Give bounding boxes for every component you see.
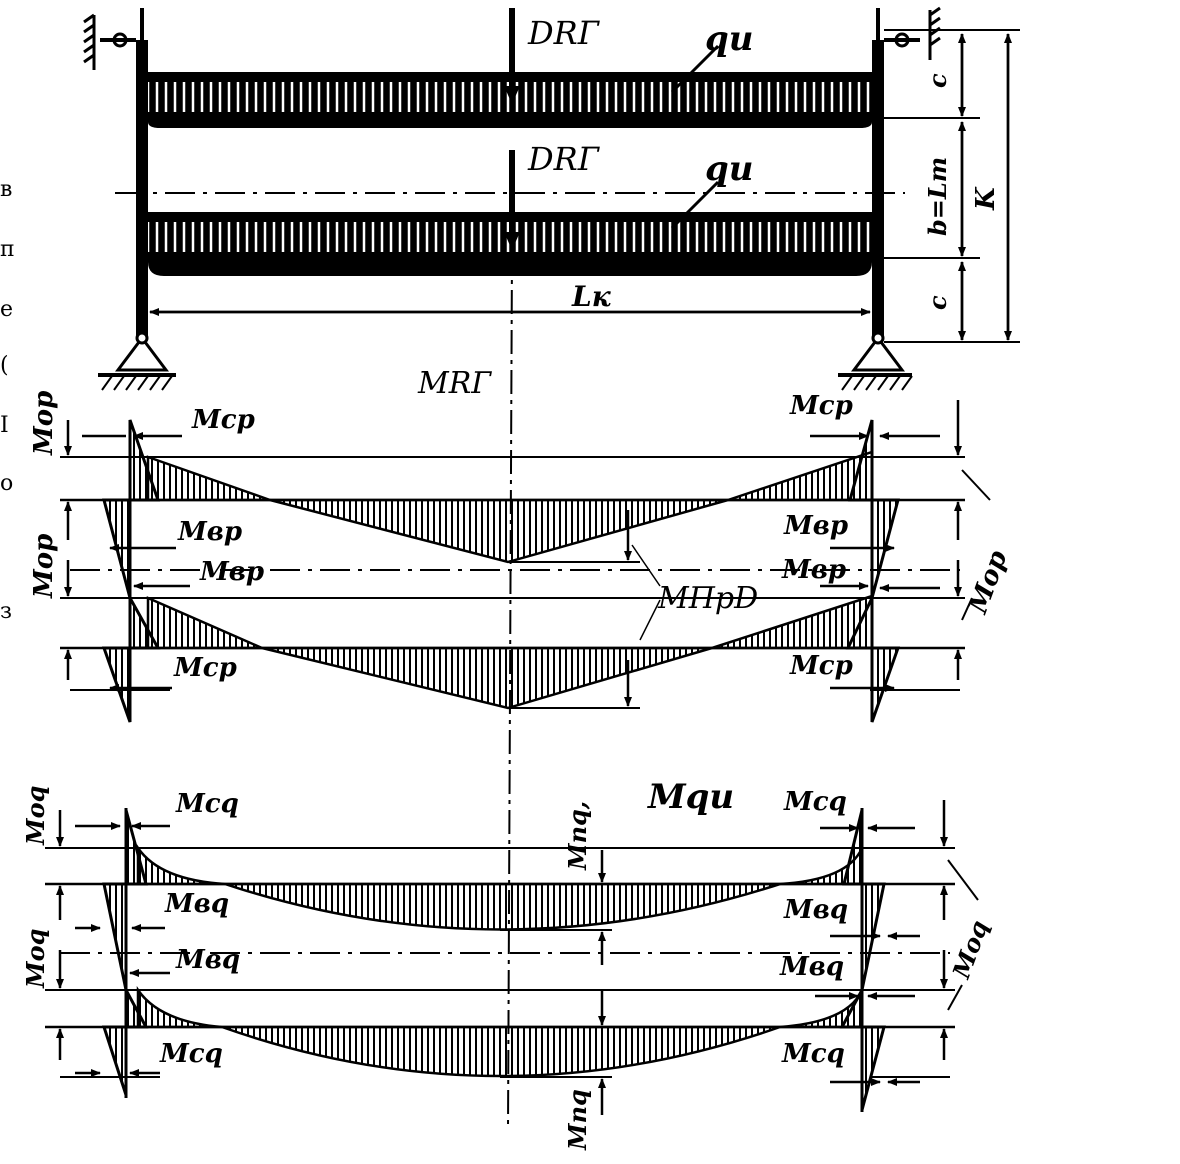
- mcp-right-top-label: Mcp: [789, 391, 853, 421]
- dim-b-label: b=Lт: [923, 157, 952, 236]
- mcq-right-top-label: Mcq: [783, 787, 847, 817]
- moq-left-top-label: Moq: [21, 786, 50, 846]
- mcq-left-bottom-label: Mcq: [159, 1039, 223, 1069]
- right-column: [872, 40, 884, 340]
- dist-load-label-bottom: qи: [705, 149, 754, 189]
- mpq-top-label: Mпq,: [563, 801, 592, 871]
- bottom-right-support: [838, 331, 913, 391]
- mbq-left-bottom-label: Mвq: [175, 945, 240, 975]
- crane-moment-diagram: MRГ: [29, 366, 1014, 723]
- mcp-right-bottom-label: Mcp: [789, 651, 853, 681]
- left-column: [136, 40, 148, 340]
- edge-fragment: п: [0, 237, 15, 262]
- mcp-left-top-label: Mcp: [191, 405, 255, 435]
- mbp-left-top-label: Mвp: [177, 517, 242, 547]
- dist-moment-title: Mqи: [647, 777, 734, 817]
- dim-k-label: K: [971, 186, 1001, 211]
- edge-fragment: о: [0, 471, 13, 496]
- dist-load-label-top: qи: [705, 19, 754, 59]
- moq-left-bottom-label: Moq: [21, 929, 50, 989]
- span-label: Lк: [571, 280, 612, 313]
- edge-fragment: I: [0, 413, 9, 438]
- dim-c-bottom-label: c: [923, 295, 952, 310]
- mop-left-top-label: Mop: [29, 391, 59, 456]
- crane-moment-title: MRГ: [417, 366, 492, 401]
- mbq-right-bottom-label: Mвq: [779, 952, 844, 982]
- edge-fragment: е: [0, 297, 13, 322]
- mbp-left-bottom-label: Mвp: [199, 557, 264, 587]
- mop-right-label: Mop: [963, 547, 1014, 619]
- mcp-left-bottom-label: Mcp: [173, 653, 237, 683]
- mprd-label: MПрD: [657, 581, 758, 616]
- mop-left-bottom-label: Mop: [29, 534, 59, 599]
- edge-fragment: (: [0, 353, 9, 378]
- mbp-right-bottom-label: Mвp: [781, 555, 846, 585]
- mcq-right-bottom-label: Mcq: [781, 1039, 845, 1069]
- mcq-left-top-label: Mcq: [175, 789, 239, 819]
- edge-fragment: з: [0, 599, 12, 624]
- vertical-dimensions: [884, 29, 1020, 343]
- edge-fragment: в: [0, 177, 12, 202]
- crane-load-arrow-bottom: [504, 150, 520, 250]
- top-right-support: [876, 6, 941, 60]
- moq-right-label: Moq: [946, 916, 994, 983]
- page-edge-fragments: в п е ( I о з: [0, 177, 15, 624]
- crane-load-label-bottom: DRГ: [527, 140, 601, 178]
- mbq-right-top-label: Mвq: [783, 895, 848, 925]
- frame-schematic: DRГ DRГ qи qи Lк c b=Lт K c: [83, 6, 1020, 391]
- dim-c-top-label: c: [923, 73, 952, 88]
- dist-moment-diagram: Mqи: [21, 777, 994, 1151]
- mpq-bottom-label: Mпq: [563, 1089, 592, 1151]
- crane-load-label-top: DRГ: [527, 14, 601, 52]
- bottom-left-support: [98, 331, 176, 391]
- top-left-support: [83, 8, 144, 70]
- mbp-right-top-label: Mвp: [783, 511, 848, 541]
- crane-load-arrow-top: [504, 8, 520, 104]
- mbq-left-top-label: Mвq: [164, 889, 229, 919]
